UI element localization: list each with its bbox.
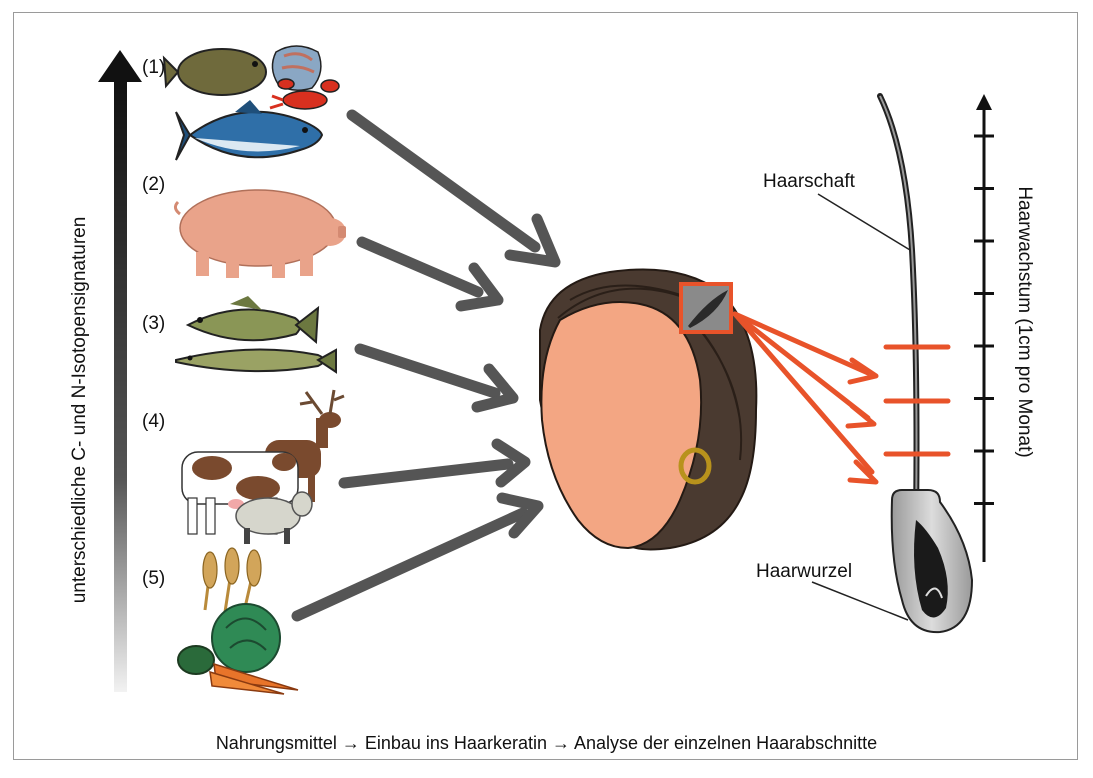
pig-icon	[175, 190, 346, 278]
hair-root	[892, 490, 972, 632]
root-leader-line	[812, 582, 908, 620]
carp-icon	[188, 296, 318, 342]
hair-root-label: Haarwurzel	[756, 561, 852, 583]
isotope-axis-arrow	[98, 50, 142, 692]
caption: Nahrungsmittel → Einbau ins Haarkeratin …	[0, 733, 1093, 754]
food-group-number: (2)	[142, 174, 165, 196]
hair-shaft-label: Haarschaft	[763, 171, 855, 193]
food-group-number: (1)	[142, 57, 165, 79]
food-group-number: (5)	[142, 568, 165, 590]
pike-icon	[176, 350, 336, 372]
wheat-icon	[203, 548, 261, 612]
isotope-axis-label: unterschiedliche C- und N-Isotopensignat…	[69, 217, 91, 604]
flatfish-icon	[164, 49, 266, 95]
hair-sample-highlight	[681, 284, 731, 332]
growth-scale	[976, 94, 992, 562]
food-group-number: (4)	[142, 411, 165, 433]
food-group-number: (3)	[142, 313, 165, 335]
shaft-leader-line	[818, 194, 910, 250]
cabbage-icon	[178, 604, 280, 674]
hair-growth-label: Haarwachstum (1cm pro Monat)	[1013, 186, 1035, 457]
